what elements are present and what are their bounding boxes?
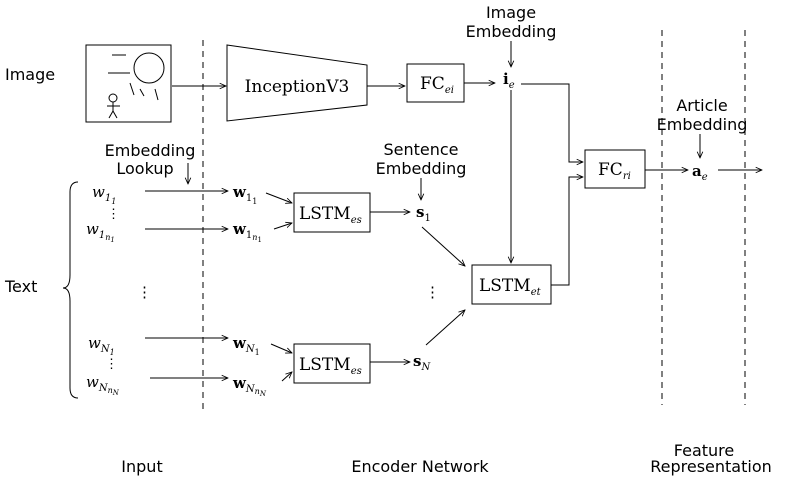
vdots-top-words: ⋮ (107, 207, 120, 222)
lstm-es-bottom-box (293, 343, 371, 384)
text-brace (62, 181, 79, 399)
article-embedding-label-2: Embedding (657, 115, 748, 134)
embedding-lookup-label-2: Lookup (116, 159, 173, 178)
fc-ri-label: FCri (598, 160, 631, 182)
image-embedding-label-2: Embedding (466, 22, 557, 41)
inception-box (226, 44, 368, 122)
article-embedding-label-1: Article (676, 96, 727, 115)
vector-w-1-1: w11 (232, 183, 257, 206)
vdots-bottom-words: ⋮ (105, 357, 118, 372)
fc-ei-label: FCei (420, 74, 454, 96)
arrow-vec1n1-to-lstmes-top (273, 223, 292, 230)
arrow-lstmet-to-fcri (551, 177, 583, 286)
feature-representation-label-1: Feature (674, 441, 734, 460)
s-N-symbol: sN (413, 352, 431, 373)
image-row-label: Image (5, 65, 55, 84)
arrow-vecNnN-to-lstmes-bottom (281, 372, 292, 382)
arrow-vec11-to-lstmes-top (265, 192, 292, 203)
input-image-thumbnail (85, 44, 172, 123)
text-row-label: Text (4, 277, 37, 296)
lstm-et-label: LSTMet (479, 276, 542, 298)
arrow-ie-to-fcri (521, 83, 583, 162)
fc-ri-box (584, 149, 646, 189)
word-w-1-1: w11 (92, 183, 116, 206)
sentence-embedding-label-2: Embedding (376, 159, 467, 178)
s-1-symbol: s1 (416, 203, 431, 224)
encoder-network-section-label: Encoder Network (351, 457, 489, 476)
lstm-et-box (471, 264, 552, 305)
sentence-embedding-label-1: Sentence (383, 140, 458, 159)
fc-ei-box (406, 63, 465, 103)
word-w-N-nN: wNnN (86, 373, 120, 397)
i-e-symbol: ie (503, 70, 515, 91)
vdots-middle-sentences: ⋮ (425, 283, 440, 301)
inception-label: InceptionV3 (245, 77, 350, 97)
lstm-es-top-label: LSTMes (299, 204, 362, 226)
arrow-vecN1-to-lstmes-bottom (270, 343, 292, 353)
a-e-symbol: ae (692, 162, 708, 183)
feature-representation-label-2: Representation (650, 457, 772, 476)
arrow-s1-to-lstmet (421, 226, 465, 266)
input-section-label: Input (121, 457, 162, 476)
vector-w-N-1: wN1 (232, 334, 260, 357)
vdots-middle-words: ⋮ (137, 283, 152, 301)
arrow-sN-to-lstmet (425, 310, 465, 346)
vector-w-N-nN: wNnN (232, 374, 267, 398)
word-w-N-1: wN1 (88, 334, 115, 357)
word-w-1-n1: w1n1 (86, 220, 115, 244)
vector-w-1-n1: w1n1 (232, 220, 262, 244)
embedding-lookup-label-1: Embedding (105, 141, 196, 160)
image-embedding-label-1: Image (486, 3, 536, 22)
lstm-es-bottom-label: LSTMes (299, 355, 362, 377)
